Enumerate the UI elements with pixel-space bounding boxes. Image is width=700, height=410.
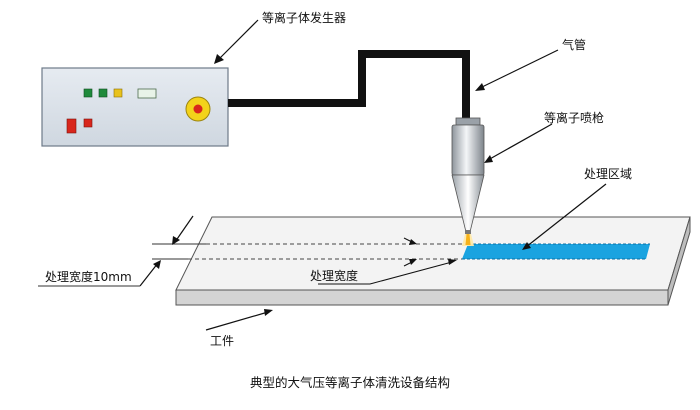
gas-pipe — [228, 50, 470, 122]
led-green-2 — [98, 88, 108, 98]
arrow-up-10mm — [139, 262, 159, 287]
label-plasma-nozzle: 等离子喷枪 — [544, 110, 604, 125]
power-knob-icon — [185, 96, 211, 122]
label-treatment-width-10mm: 处理宽度10mm — [45, 269, 132, 284]
label-generator: 等离子体发生器 — [262, 10, 346, 25]
workpiece-plate — [175, 216, 691, 306]
led-yellow — [113, 88, 123, 98]
indicator-window — [137, 88, 157, 99]
plasma-nozzle — [451, 117, 485, 246]
switch-red-large — [66, 118, 77, 134]
figure-caption: 典型的大气压等离子体清洗设备结构 — [250, 375, 450, 390]
plasma-generator — [41, 67, 229, 147]
nozzle-tip — [465, 230, 471, 234]
led-green-1 — [83, 88, 93, 98]
plasma-jet-icon — [462, 234, 474, 246]
leader-lines — [205, 19, 607, 331]
width-dimension — [38, 215, 417, 287]
nozzle-body — [451, 124, 485, 176]
nozzle-collar — [455, 117, 481, 126]
plate-right-face — [667, 216, 691, 306]
treated-strip — [462, 244, 650, 259]
label-treatment-zone: 处理区域 — [584, 167, 632, 181]
arrow-down-10mm — [174, 215, 194, 243]
switch-red-small — [83, 118, 93, 128]
label-gas-pipe: 气管 — [562, 37, 586, 52]
label-workpiece: 工件 — [210, 334, 234, 348]
plate-front-face — [175, 289, 669, 306]
label-treatment-width: 处理宽度 — [310, 268, 358, 283]
